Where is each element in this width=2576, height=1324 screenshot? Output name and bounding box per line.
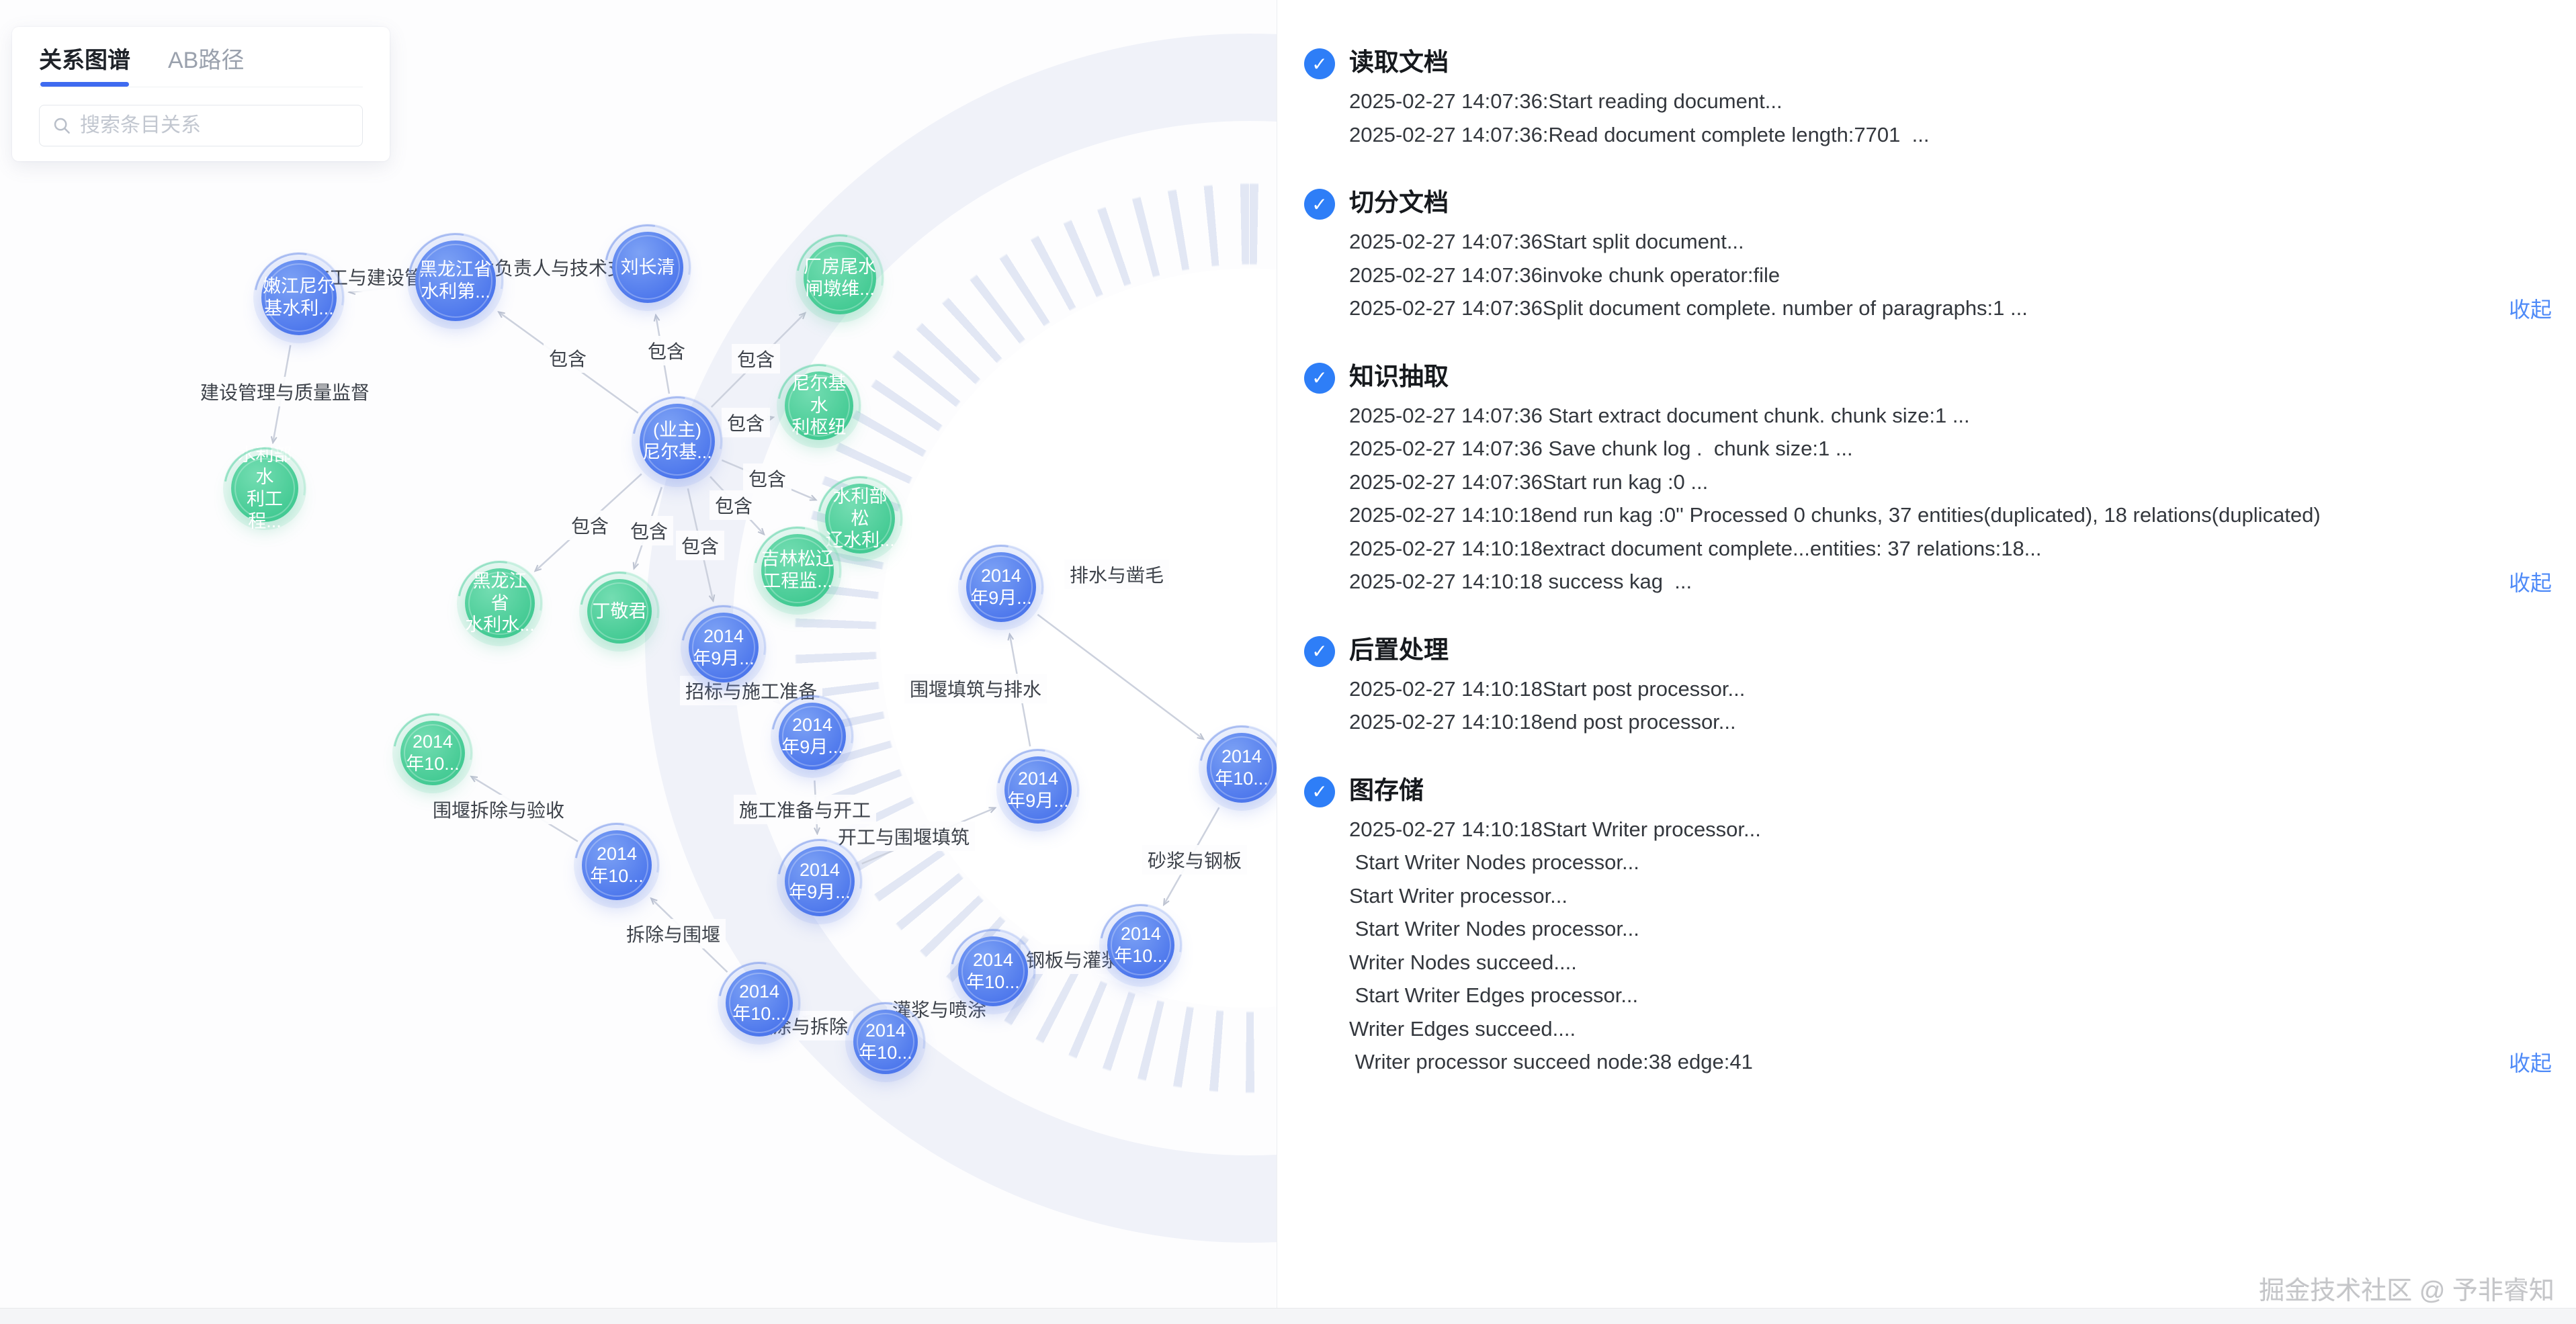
step-section-4: ✓ 图存储 2025-02-27 14:10:18Start Writer proc… [1304,773,2552,1079]
step-section-3: ✓ 后置处理 2025-02-27 14:10:18Start post proce… [1304,632,2552,739]
graph-node-n8[interactable]: 水利部松 辽水利... [825,484,895,554]
log-line: 2025-02-27 14:10:18end post processor... [1349,710,1736,734]
graph-node-n21[interactable]: 2014 年10... [726,969,793,1036]
graph-tool-card: 关系图谱 AB路径 [12,27,390,161]
log-line: 2025-02-27 14:10:18Start Writer processo… [1349,817,1761,841]
tab-1[interactable]: AB路径 [168,48,245,73]
check-icon: ✓ [1304,635,1335,667]
tab-0[interactable]: 关系图谱 [39,42,130,87]
graph-pane: 施工与建设管理技术负责人与技术支持建设管理与质量监督包含包含包含包含包含包含包含… [0,0,1277,1324]
graph-node-label: 2014 年9月... [789,860,851,902]
graph-node-label: 2014 年10... [859,1020,912,1063]
graph-node-n2[interactable]: 黑龙江省 水利第... [415,240,496,321]
graph-node-n22[interactable]: 2014 年10... [1107,912,1174,979]
check-icon: ✓ [1304,776,1335,807]
log-line: Start Writer Edges processor... [1349,983,1639,1007]
graph-node-n4[interactable]: 厂房尾水 闸墩维... [804,242,876,314]
collapse-link[interactable]: 收起 [2508,1051,2552,1075]
log-line: Writer processor succeed node:38 edge:41 [1349,1050,1753,1073]
search-icon [54,118,70,134]
log-line: 2025-02-27 14:07:36Split document comple… [1349,296,2028,320]
log-line: Start Writer processor... [1349,883,1568,908]
step-section-0: ✓ 读取文档 2025-02-27 14:07:36:Start reading d… [1304,44,2552,151]
graph-node-label: 2014 年10... [590,844,644,886]
graph-node-label: 嫩江尼尔 基水利... [263,276,335,318]
graph-node-label: 黑龙江省 水利水... [465,570,535,635]
search-box[interactable] [39,105,363,146]
graph-node-label: 2014 年9月... [1007,768,1069,811]
graph-node-label: 2014 年10... [732,981,786,1024]
graph-node-label: 2014 年10... [406,732,460,774]
graph-node-n16[interactable]: 2014 年9月... [1004,756,1072,824]
log-line: 2025-02-27 14:07:36invoke chunk operator… [1349,263,1780,287]
collapse-link[interactable]: 收起 [2508,570,2552,595]
step-title: 后置处理 [1349,635,1449,664]
check-icon: ✓ [1304,48,1335,79]
log-panel: ✓ 读取文档 2025-02-27 14:07:36:Start reading d… [1277,0,2576,1324]
graph-edge [1037,613,1203,739]
graph-node-label: 2014 年10... [966,950,1020,992]
step-title: 知识抽取 [1349,362,1449,390]
graph-node-label: 厂房尾水 闸墩维... [804,257,876,299]
graph-node-n19[interactable]: 2014 年10... [1207,733,1277,803]
graph-node-label: 黑龙江省 水利第... [419,259,492,302]
log-line: 2025-02-27 14:07:36 Start extract docume… [1349,403,1970,427]
graph-node-label: 2014 年10... [1114,924,1168,966]
graph-node-n9[interactable]: 黑龙江省 水利水... [465,568,535,638]
graph-node-n12[interactable]: 2014 年9月... [689,613,759,682]
graph-node-label: 吉林松辽 工程监... [761,549,834,591]
check-icon: ✓ [1304,189,1335,220]
log-line: 2025-02-27 14:10:18 success kag ... [1349,570,1692,593]
graph-node-n11[interactable]: 吉林松辽 工程监... [761,534,834,607]
graph-node-n10[interactable]: 丁敬君 [587,579,652,644]
search-input[interactable] [80,114,350,137]
log-line: 2025-02-27 14:07:36Start run kag :0 ... [1349,470,1709,494]
graph-node-n3[interactable]: 刘长清 [612,232,683,303]
graph-node-label: 丁敬君 [592,601,647,621]
log-line: 2025-02-27 14:07:36 Save chunk log . chu… [1349,437,1853,460]
graph-node-n18[interactable]: 2014 年9月... [785,846,855,916]
graph-node-label: 2014 年9月... [693,626,755,668]
watermark: 掘金技术社区 @ 予非睿知 [2259,1277,2554,1305]
graph-node-n17[interactable]: 2014 年10... [582,830,652,900]
step-section-2: ✓ 知识抽取 2025-02-27 14:07:36 Start extract d… [1304,359,2552,599]
graph-node-label: 水利部水 利工程... [237,445,292,531]
log-line: Start Writer Nodes processor... [1349,850,1639,874]
graph-node-label: 尼尔基水 利枢纽 [791,373,847,438]
log-line: 2025-02-27 14:10:18extract document comp… [1349,536,2042,560]
tab-bar: 关系图谱 AB路径 [39,27,363,87]
check-icon: ✓ [1304,362,1335,394]
graph-node-label: 2014 年9月... [781,715,843,757]
graph-node-label: 2014 年9月... [970,566,1032,608]
graph-node-label: 刘长清 [620,257,675,277]
log-line: Start Writer Nodes processor... [1349,917,1639,940]
graph-node-n23[interactable]: 2014 年10... [853,1010,918,1074]
log-line: 2025-02-27 14:10:18end run kag :0'' Proc… [1349,503,2321,527]
log-line: Writer Edges succeed.... [1349,1016,1576,1041]
step-title: 切分文档 [1349,189,1449,216]
graph-node-n5[interactable]: (业主) 尼尔基... [640,404,715,479]
step-title: 图存储 [1349,776,1424,804]
step-title: 读取文档 [1349,48,1449,76]
graph-node-n20[interactable]: 2014 年10... [958,936,1028,1006]
graph-node-label: 水利部松 辽水利... [825,486,895,551]
graph-node-label: (业主) 尼尔基... [642,420,712,462]
graph-node-n6[interactable]: 尼尔基水 利枢纽 [785,371,853,440]
graph-node-n15[interactable]: 2014 年10... [400,721,465,785]
graph-node-n13[interactable]: 2014 年9月... [966,552,1036,622]
log-line: Writer Nodes succeed.... [1349,950,1577,974]
footer-bar [0,1308,2576,1324]
log-line: 2025-02-27 14:07:36:Start reading docume… [1349,89,1783,113]
log-line: 2025-02-27 14:07:36Start split document.… [1349,230,1744,253]
log-line: 2025-02-27 14:10:18Start post processor.… [1349,676,1746,701]
step-section-1: ✓ 切分文档 2025-02-27 14:07:36Start split docu… [1304,185,2552,325]
graph-node-n14[interactable]: 2014 年9月... [779,703,846,770]
log-line: 2025-02-27 14:07:36:Read document comple… [1349,122,1930,146]
collapse-link[interactable]: 收起 [2508,297,2552,322]
graph-node-n7[interactable]: 水利部水 利工程... [231,445,298,531]
graph-node-n1[interactable]: 嫩江尼尔 基水利... [261,260,337,335]
graph-node-label: 2014 年10... [1215,746,1269,789]
